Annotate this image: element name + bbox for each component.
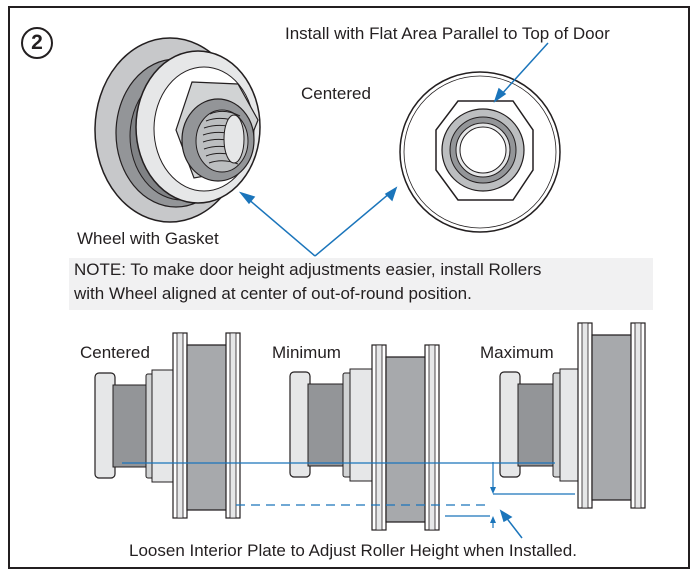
roller-maximum-drawing bbox=[499, 322, 646, 509]
roller-label-centered: Centered bbox=[80, 343, 150, 362]
roller-minimum-drawing bbox=[289, 344, 440, 531]
adjust-caption: Loosen Interior Plate to Adjust Roller H… bbox=[129, 541, 577, 560]
caption-leader bbox=[499, 509, 523, 539]
roller-label-minimum: Minimum bbox=[272, 343, 341, 362]
wheel-with-gasket-label: Wheel with Gasket bbox=[77, 229, 219, 248]
note-line-1: NOTE: To make door height adjustments ea… bbox=[74, 260, 542, 279]
leader-lines bbox=[238, 42, 549, 257]
roller-label-maximum: Maximum bbox=[480, 343, 554, 362]
roller-centered-drawing bbox=[94, 332, 241, 519]
reference-lines bbox=[122, 462, 575, 528]
wheel-with-gasket-drawing bbox=[94, 37, 261, 223]
wheel-front-view-drawing bbox=[399, 71, 561, 233]
centered-top-label: Centered bbox=[301, 84, 371, 103]
note-box: NOTE: To make door height adjustments ea… bbox=[69, 258, 653, 310]
step-number-badge: 2 bbox=[21, 27, 53, 59]
flat-area-label: Install with Flat Area Parallel to Top o… bbox=[285, 24, 610, 43]
note-line-2: with Wheel aligned at center of out-of-r… bbox=[74, 284, 472, 303]
